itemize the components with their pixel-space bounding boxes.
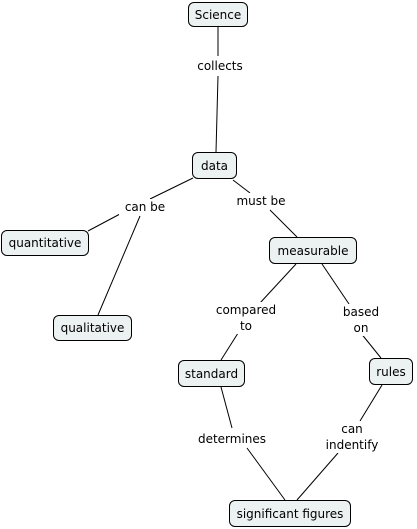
- concept-node-measurable[interactable]: measurable: [269, 237, 357, 264]
- link-label-must-be: must be: [230, 193, 292, 209]
- edge-data-mustbe: [232, 179, 251, 194]
- concept-node-quantitative[interactable]: quantitative: [1, 230, 89, 256]
- edge-rules-canindentify: [359, 384, 383, 422]
- link-label-collects-line-1: collects: [197, 59, 243, 73]
- link-label-based-on-line-1: based: [342, 305, 380, 319]
- concept-node-standard[interactable]: standard: [178, 360, 245, 387]
- link-label-can-be: can be: [119, 199, 171, 215]
- link-label-compared-to-line-2: to: [239, 319, 253, 333]
- edge-basedon-rules: [359, 331, 382, 359]
- link-label-determines-line-1: determines: [197, 432, 267, 446]
- edge-mustbe-measurable: [269, 209, 298, 238]
- link-label-based-on-line-2: on: [353, 321, 369, 335]
- link-label-can-indentify-line-1: can: [341, 422, 363, 436]
- concept-node-science[interactable]: Science: [188, 2, 248, 27]
- link-label-can-be-line-1: can be: [124, 200, 166, 214]
- link-label-determines: determines: [192, 431, 272, 447]
- link-label-can-indentify-line-2: indentify: [325, 438, 379, 452]
- edge-data-canbe: [149, 177, 194, 200]
- link-label-collects: collects: [193, 58, 247, 74]
- concept-node-rules[interactable]: rules: [369, 358, 413, 385]
- concept-node-qualitative[interactable]: qualitative: [53, 315, 132, 341]
- concept-node-data[interactable]: data: [192, 152, 237, 179]
- concept-node-significant-figures[interactable]: significant figures: [229, 500, 351, 527]
- link-label-must-be-line-1: must be: [236, 194, 286, 208]
- link-label-compared-to: compared to: [210, 302, 282, 334]
- edge-measurable-basedon: [321, 263, 350, 305]
- edge-standard-determines: [220, 386, 233, 429]
- edge-comparedto-standard: [220, 329, 241, 361]
- link-label-based-on: based on: [336, 304, 386, 336]
- edge-canbe-qualitative: [97, 215, 141, 316]
- edge-canbe-quantitative: [87, 213, 121, 232]
- edge-determines-sigfigs: [246, 447, 286, 501]
- edge-measurable-comparedto: [259, 263, 297, 304]
- edge-canindentify-sigfigs: [296, 452, 339, 501]
- link-label-compared-to-line-1: compared: [215, 303, 277, 317]
- edge-collects-data: [215, 75, 219, 153]
- link-label-can-indentify: can indentify: [318, 421, 386, 453]
